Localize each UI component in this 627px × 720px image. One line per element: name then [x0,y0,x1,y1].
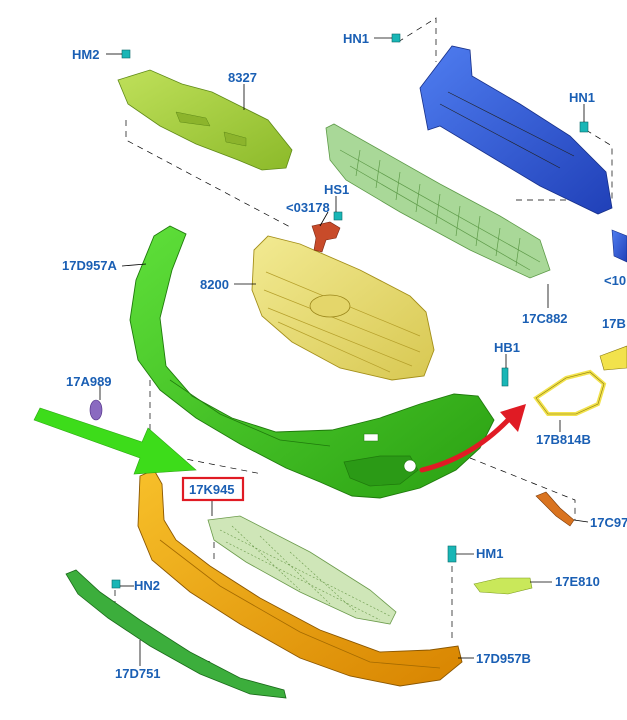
callout-17b-partial: 17B [602,316,626,331]
radiator-grille [251,235,435,381]
callout-17k945: 17K945 [189,482,235,497]
fastener-hs1 [333,211,343,221]
pointer-arrow [33,407,197,475]
bumper-reinforcement [419,45,627,263]
callout-hs1: HS1 [324,182,349,197]
callout-hn1-right: HN1 [569,90,595,105]
fastener-hm2 [121,49,131,59]
side-bracket [535,491,575,527]
callout-03178: <03178 [286,200,330,215]
callout-17d957a: 17D957A [62,258,118,273]
callout-17d957b: 17D957B [476,651,531,666]
callout-hn2: HN2 [134,578,160,593]
callout-hm1: HM1 [476,546,503,561]
callout-17d751: 17D751 [115,666,161,681]
callout-hm2: HM2 [72,47,99,62]
callout-17e810: 17E810 [555,574,600,589]
bumper-cover [129,225,495,499]
callout-17b814b: 17B814B [536,432,591,447]
callout-8200: 8200 [200,277,229,292]
reflector [473,577,533,595]
callout-17c882: 17C882 [522,311,568,326]
callout-hn1-top: HN1 [343,31,369,46]
lower-spoiler [65,569,287,699]
tow-eye-cover [89,399,103,421]
callout-17c97-partial: 17C97 [590,515,627,530]
lower-grille [207,515,397,625]
fog-lamp-bezel [533,345,627,416]
callout-labels: HN1 HM2 8327 HN1 HS1 <03178 17D957A 8200… [62,31,627,681]
highlight-box [181,476,245,502]
leader-lines [99,37,589,666]
fastener-hm1 [447,545,457,563]
fastener-hn1-top [391,33,401,43]
callout-8327: 8327 [228,70,257,85]
callout-hb1: HB1 [494,340,520,355]
radiator-air-shield [117,69,293,171]
fastener-hn2 [111,579,121,589]
energy-absorber [325,123,551,279]
fastener-hn1-right [579,121,589,133]
fastener-hb1 [501,367,509,387]
return-arrow [419,404,526,473]
lower-bumper-cover [137,469,463,687]
grille-bracket [311,221,341,253]
callout-17a989: 17A989 [66,374,112,389]
callout-10-partial: <10 [604,273,626,288]
fasteners [111,33,589,589]
